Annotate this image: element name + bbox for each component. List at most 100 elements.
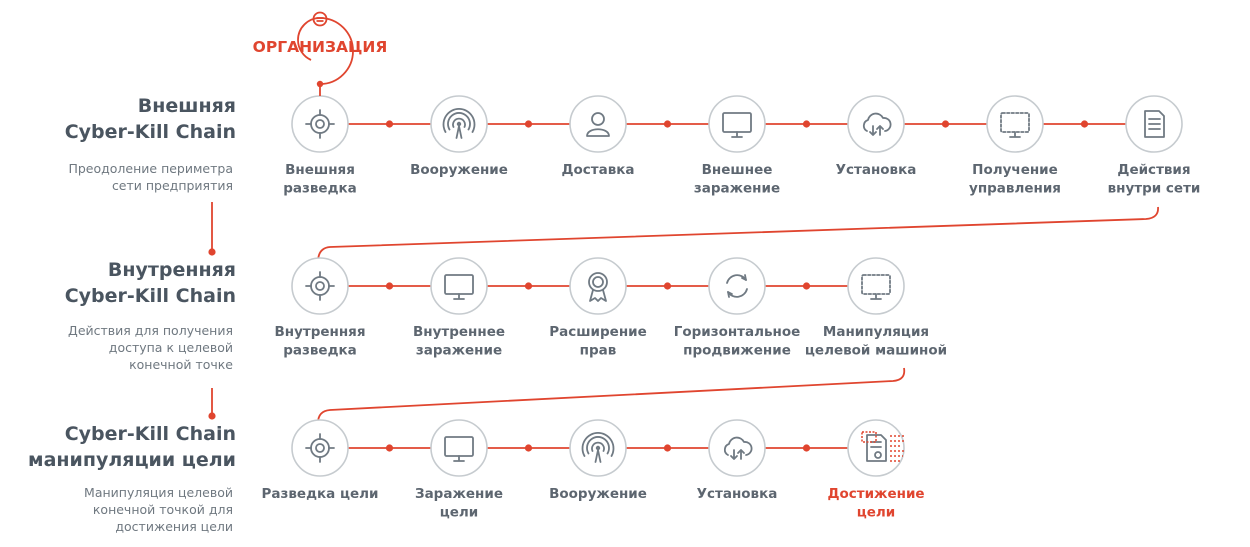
target-icon (305, 271, 335, 301)
chain-dot (385, 444, 394, 452)
chain-dot (524, 444, 533, 452)
step-circle (847, 95, 905, 153)
step-label-line-1: Действия (1117, 162, 1190, 178)
org-arc-left (297, 17, 321, 61)
step-node: Внутренняя разведка (274, 257, 366, 359)
chain-dot (802, 282, 811, 290)
chain-dot (663, 282, 672, 290)
row-transition-1 (317, 206, 1159, 263)
step-label: Манипуляция целевой машиной (805, 324, 947, 359)
step-circle (708, 257, 766, 315)
step-node: Разведка цели (262, 419, 379, 502)
row-title-line-1: Внешняя (138, 95, 236, 117)
row-title-line-2: Cyber-Kill Chain (65, 285, 236, 307)
row-subtitle-line-1: Действия для получения (68, 323, 233, 338)
step-node: Доставка (561, 95, 635, 178)
step-label: Вооружение (410, 162, 508, 178)
row-subtitle-line-1: Преодоление периметра (68, 161, 233, 176)
step-label-line-2: разведка (283, 343, 357, 359)
row-subtitle-line-3: достижения цели (115, 519, 233, 534)
step-label-line-1: Расширение (549, 324, 647, 340)
step-label-line-1: Внутренняя (274, 324, 365, 340)
certificate-icon (861, 431, 906, 462)
row-subtitle-line-2: конечной точкой для (93, 502, 233, 517)
step-node: Манипуляция целевой машиной (805, 257, 947, 359)
connectors (208, 202, 1159, 424)
step-node: Вооружение (410, 95, 508, 178)
step-label-line-2: внутри сети (1108, 181, 1201, 197)
broadcast-icon (442, 107, 476, 139)
step-label: Внутреннее заражение (413, 324, 505, 359)
row-subtitle: Действия для получения доступа к целевой к… (68, 323, 233, 372)
step-node: Внутреннее заражение (413, 257, 505, 359)
step-label-line-1: Внутреннее (413, 324, 505, 340)
user-icon (586, 112, 610, 137)
step-label: Доставка (561, 162, 634, 178)
step-circle (291, 95, 349, 153)
row-subtitle-line-2: доступа к целевой (109, 340, 233, 355)
chain-dot (663, 444, 672, 452)
step-circle (708, 419, 766, 477)
step-node: Заражение цели (415, 419, 503, 521)
target-icon (305, 433, 335, 463)
organization-label: ОРГАНИЗАЦИЯ (253, 38, 388, 56)
row-title-line-1: Cyber-Kill Chain (65, 423, 236, 445)
step-label: Внутренняя разведка (274, 324, 365, 359)
step-label: Разведка цели (262, 486, 379, 502)
step-label: Вооружение (549, 486, 647, 502)
chain-dot (524, 120, 533, 128)
step-circle (430, 419, 488, 477)
step-label-line-2: целевой машиной (805, 343, 947, 359)
step-circle (291, 257, 349, 315)
step-label-line-1: Вооружение (410, 162, 508, 178)
chain-dot (1080, 120, 1089, 128)
monitor-icon (444, 436, 474, 462)
step-circle (847, 419, 905, 477)
row-title-line-2: манипуляции цели (28, 449, 236, 471)
step-label-line-1: Заражение (415, 486, 503, 502)
step-label-line-1: Горизонтальное (674, 324, 801, 340)
step-circle (847, 257, 905, 315)
row-subtitle: Преодоление периметра сети предприятия (68, 161, 233, 193)
org-dot (316, 80, 324, 88)
row-transition-2 (317, 367, 906, 424)
step-label-line-1: Внешнее (702, 162, 773, 178)
vertical-link-dot (208, 412, 216, 420)
step-label: Установка (836, 162, 917, 178)
step-label-line-1: Манипуляция (823, 324, 929, 340)
row-subtitle-line-2: сети предприятия (112, 178, 233, 193)
target-icon (305, 109, 335, 139)
refresh-icon (726, 274, 748, 298)
step-label: Установка (697, 486, 778, 502)
chain-dot (941, 120, 950, 128)
document-icon (1144, 110, 1165, 138)
step-label-line-2: цели (857, 505, 896, 521)
step-label-line-2: заражение (416, 343, 502, 359)
row-title-line-2: Cyber-Kill Chain (65, 121, 236, 143)
step-label-line-2: цели (440, 505, 479, 521)
monitor-icon (444, 274, 474, 300)
row-subtitle-line-3: конечной точке (129, 357, 233, 372)
step-node: Действия внутри сети (1108, 95, 1201, 197)
step-label: Заражение цели (415, 486, 503, 521)
row-title: Cyber-Kill Chain манипуляции цели (28, 423, 236, 471)
cloud-download-icon (862, 112, 892, 136)
monitor-icon (722, 112, 752, 138)
step-node: Установка (697, 419, 778, 502)
step-circle (569, 257, 627, 315)
step-node: Вооружение (549, 419, 647, 502)
step-circle (986, 95, 1044, 153)
